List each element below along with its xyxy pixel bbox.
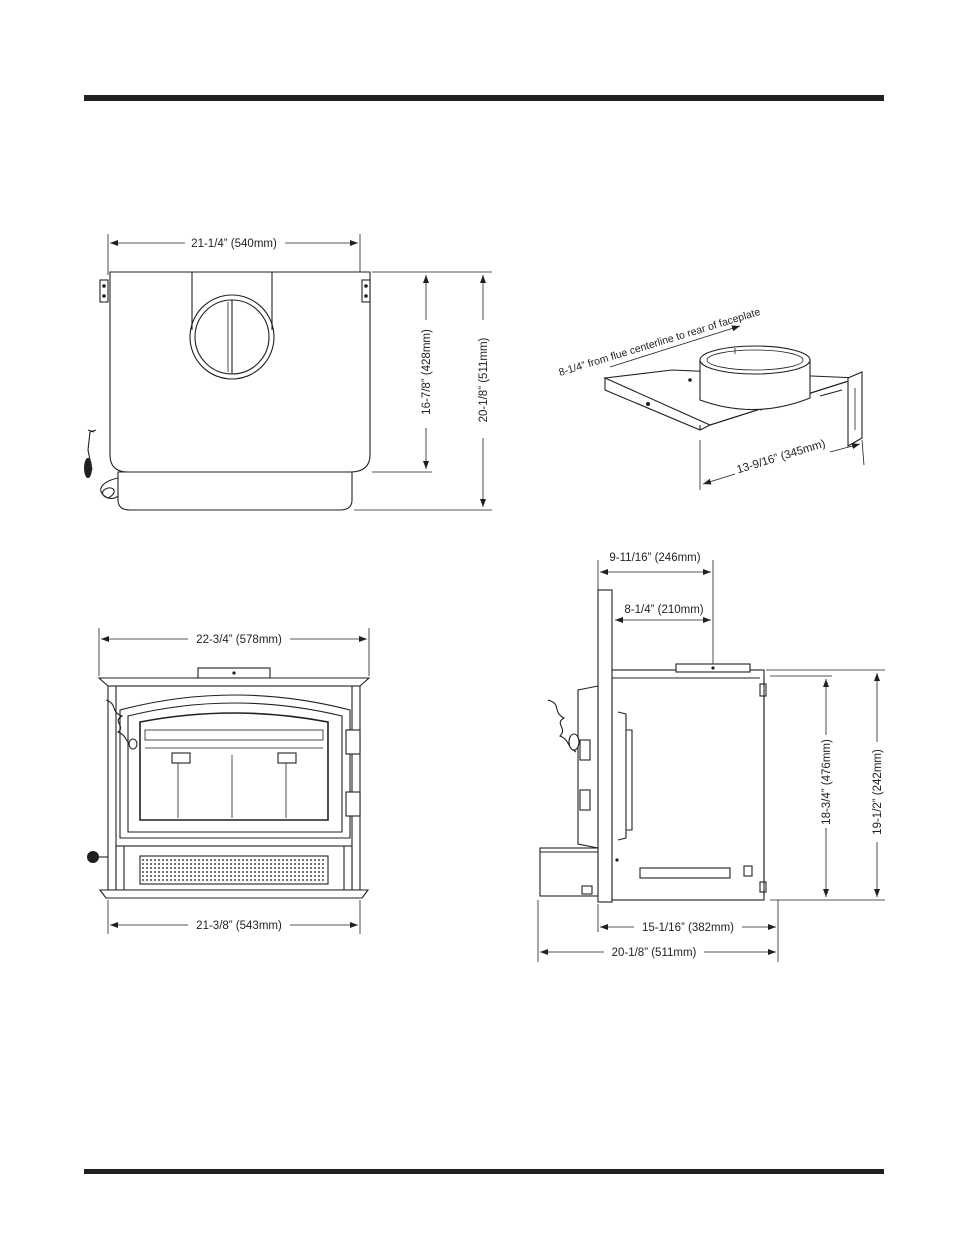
top-view-total-depth-label: 20-1/8” (511mm) [478, 337, 490, 422]
side-view-body-depth-label: 15-1/16” (382mm) [642, 922, 734, 934]
flue-bracket-width-label: 13-9/16” (345mm) [735, 438, 827, 476]
side-view-total-height-label: 19-1/2” (242mm) [872, 749, 884, 835]
side-view-flue-to-front-label: 9-11/16” (246mm) [609, 552, 700, 564]
side-view-body-height-label: 18-3/4” (476mm) [821, 739, 833, 825]
front-view-bottom-width-label: 21-3/8” (543mm) [196, 920, 282, 932]
top-view-width-label: 21-1/4” (540mm) [191, 238, 277, 250]
side-view-flue-to-faceplate-label: 8-1/4” (210mm) [624, 604, 703, 616]
front-view-drawing [87, 628, 369, 934]
side-view-total-depth-label: 20-1/8” (511mm) [612, 947, 697, 959]
front-view-top-width-label: 22-3/4” (578mm) [196, 634, 282, 646]
top-view-body-depth-label: 16-7/8” (428mm) [421, 329, 433, 415]
